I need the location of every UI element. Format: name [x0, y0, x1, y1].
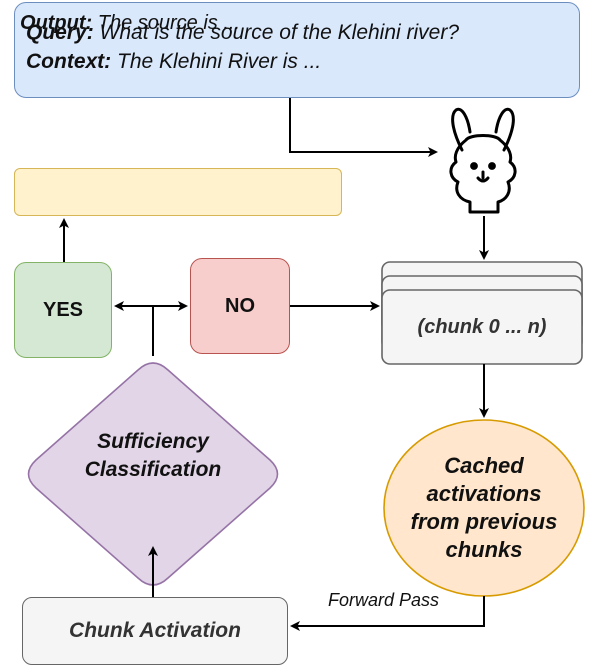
- chunks-label: (chunk 0 ... n): [417, 315, 547, 338]
- cache-line-1: Cached: [444, 453, 524, 478]
- output-value: The source is ...: [97, 12, 241, 34]
- context-line: Context: The Klehini River is ...: [26, 47, 459, 76]
- yes-label: YES: [42, 298, 84, 321]
- context-value: The Klehini River is ...: [117, 50, 322, 73]
- classifier-line-1: Sufficiency: [97, 430, 209, 453]
- query-text-block: Query: What is the source of the Klehini…: [26, 18, 459, 76]
- query-box: [14, 2, 580, 98]
- activation-box: [22, 597, 288, 665]
- llama-icon: [449, 107, 517, 214]
- output-label: Output:: [20, 12, 93, 34]
- yes-box: [14, 262, 112, 358]
- edge-query-to-model: [289, 98, 438, 157]
- classifier-line-2: Classification: [84, 458, 222, 481]
- query-value: What is the source of the Klehini river?: [99, 21, 460, 44]
- query-line: Query: What is the source of the Klehini…: [26, 18, 459, 47]
- activation-label: Chunk Activation: [69, 619, 241, 642]
- classifier-label: Sufficiency Classification: [42, 400, 264, 512]
- no-box: [190, 258, 290, 354]
- classifier-diamond: [27, 362, 279, 586]
- edge-cache-to-activation: [290, 596, 485, 631]
- forward-pass-label: Forward Pass: [328, 590, 440, 610]
- cache-label: Cached activations from previous chunks: [386, 420, 582, 596]
- no-label: NO: [225, 294, 255, 317]
- context-label: Context:: [26, 50, 112, 73]
- cache-line-3: from previous: [410, 509, 558, 534]
- output-box: [14, 168, 342, 216]
- output-text: Output: The source is ...: [20, 12, 240, 35]
- query-label: Query:: [26, 21, 94, 44]
- cache-line-2: activations: [426, 481, 542, 506]
- chunk-card-front: [381, 289, 583, 365]
- cache-line-4: chunks: [445, 537, 523, 562]
